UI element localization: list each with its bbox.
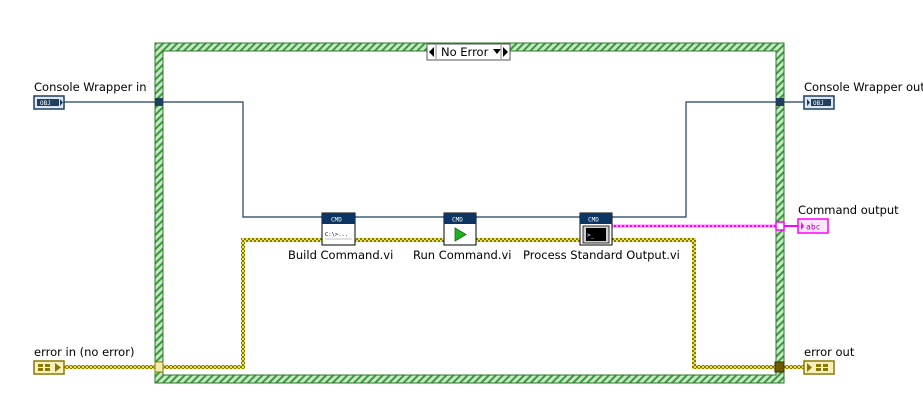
run-command-header: CMD (452, 217, 463, 224)
console-icon: >_ (582, 225, 610, 244)
object-wire (64, 101, 805, 218)
build-command-header: CMD (331, 217, 342, 224)
run-command-label: Run Command.vi (413, 248, 511, 262)
build-command-subvi[interactable]: CMD C:\>... Build Command.vi (288, 212, 393, 262)
command-output-terminal[interactable]: Command output abc (797, 203, 899, 234)
console-wrapper-in-terminal[interactable]: Console Wrapper in OBJ (33, 80, 146, 110)
object-tunnel-out[interactable] (776, 98, 784, 106)
error-tunnel-in[interactable] (154, 361, 164, 373)
obj-glyph-out: OBJ (813, 100, 824, 107)
play-arrow-icon (454, 227, 467, 242)
obj-glyph-in: OBJ (40, 100, 51, 107)
console-wrapper-in-label: Console Wrapper in (34, 80, 146, 94)
console-wrapper-out-terminal[interactable]: Console Wrapper out OBJ (803, 80, 923, 110)
process-output-label: Process Standard Output.vi (523, 248, 680, 262)
error-cluster-icon (38, 364, 50, 371)
process-output-header: CMD (588, 217, 599, 224)
right-arrow-icon[interactable] (503, 47, 508, 57)
error-out-terminal[interactable]: error out (803, 345, 855, 375)
run-command-subvi[interactable]: CMD Run Command.vi (413, 212, 511, 262)
string-tunnel-out[interactable] (775, 221, 785, 231)
case-selector-label: No Error (441, 45, 489, 59)
case-selector[interactable]: No Error (426, 43, 511, 61)
error-in-terminal[interactable]: error in (no error) (33, 345, 134, 375)
error-out-label: error out (804, 345, 855, 359)
error-cluster-icon (816, 364, 828, 371)
error-tunnel-out[interactable] (774, 361, 785, 373)
string-glyph: abc (806, 223, 821, 232)
build-command-label: Build Command.vi (288, 248, 393, 262)
command-output-label: Command output (798, 203, 899, 217)
console-wrapper-out-label: Console Wrapper out (804, 80, 923, 94)
case-structure[interactable] (154, 42, 785, 384)
build-command-icon-text: C:\>... (325, 232, 348, 238)
left-arrow-icon[interactable] (429, 47, 434, 57)
process-standard-output-subvi[interactable]: CMD >_ Process Standard Output.vi (523, 212, 680, 262)
error-wire (64, 238, 805, 369)
error-in-label: error in (no error) (34, 345, 134, 359)
svg-text:>_: >_ (587, 232, 595, 239)
chevron-down-icon[interactable] (493, 49, 501, 54)
object-tunnel-in[interactable] (155, 98, 163, 106)
